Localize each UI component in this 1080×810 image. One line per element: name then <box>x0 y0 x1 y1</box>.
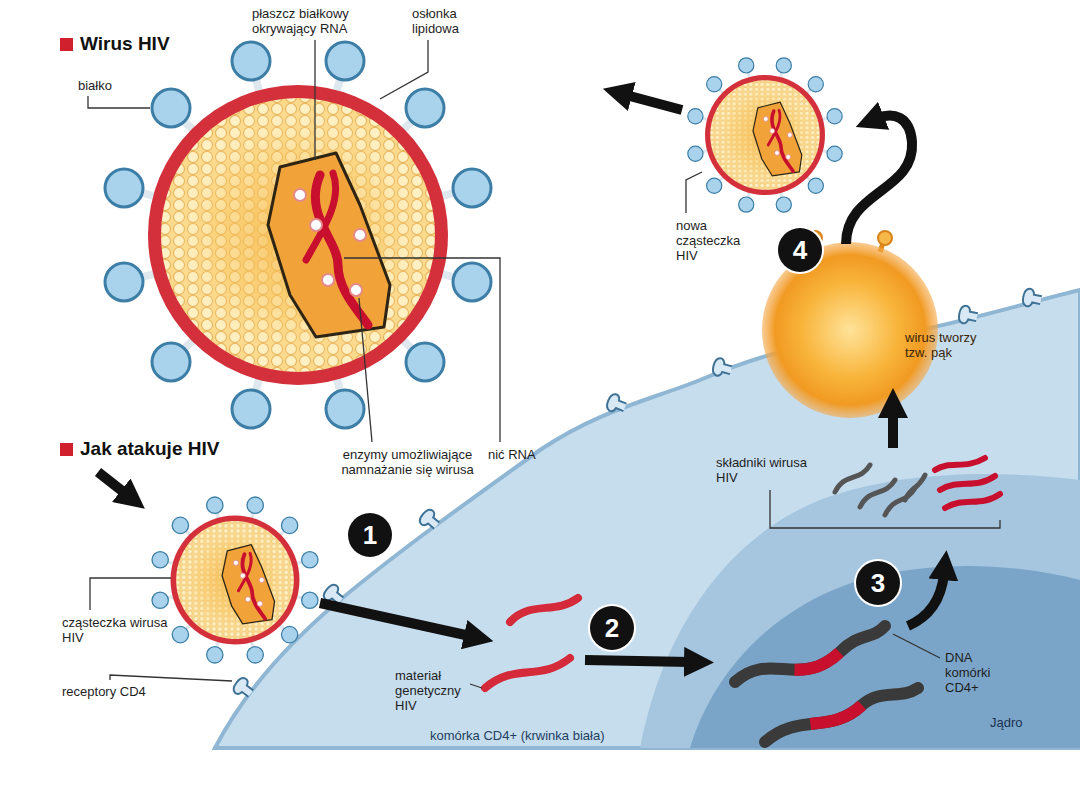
section-heading: Jak atakuje HIV <box>80 438 219 460</box>
cell-region-outline-part <box>640 474 1080 748</box>
leader-lines-part <box>88 96 150 108</box>
callout-number-holder: 4 <box>778 228 822 272</box>
part-label: materiał genetyczny HIV <box>395 668 467 713</box>
part-label-holder: cząsteczka wirusa HIV <box>62 615 172 645</box>
section-heading-holder: Jak atakuje HIV <box>80 438 219 460</box>
region-label: Jądro <box>990 715 1023 730</box>
process-arrows-part <box>626 95 682 110</box>
section-heading: Wirus HIV <box>80 33 170 55</box>
heading-marker <box>60 443 73 456</box>
virus-bud-outline-part-part <box>878 231 892 245</box>
part-label-holder: receptory CD4 <box>62 684 147 699</box>
callout-number: 4 <box>778 228 822 272</box>
part-label: enzymy umożliwiające namnażanie się wiru… <box>335 447 480 477</box>
region-label-holder: Jądro <box>990 715 1023 730</box>
process-arrows-part <box>846 116 912 244</box>
virus-large <box>105 42 491 428</box>
part-label-holder: enzymy umożliwiające namnażanie się wiru… <box>335 447 480 477</box>
cell-region-outline-part <box>215 290 1080 748</box>
section-heading-holder: Wirus HIV <box>80 33 170 55</box>
virus-new <box>688 58 842 212</box>
part-label: osłonka lipidowa <box>412 6 492 36</box>
callout-number-holder: 3 <box>856 561 900 605</box>
callout-number: 3 <box>856 561 900 605</box>
part-label: cząsteczka wirusa HIV <box>62 615 172 645</box>
part-label: DNA komórki CD4+ <box>945 650 1007 695</box>
callout-number-holder: 2 <box>590 606 634 650</box>
leader-lines-part <box>314 40 315 160</box>
part-label-holder: osłonka lipidowa <box>412 6 492 36</box>
process-arrows-part <box>98 472 126 494</box>
region-label: komórka CD4+ (krwinka biała) <box>430 728 604 743</box>
leader-lines-part <box>359 298 372 442</box>
leader-lines-part <box>110 675 232 681</box>
virus-attacking <box>152 497 318 663</box>
part-label: nowa cząsteczka HIV <box>676 218 754 263</box>
leader-lines-part <box>686 172 702 213</box>
part-label-holder: płaszcz białkowy okrywający RNA <box>252 6 382 36</box>
part-label: receptory CD4 <box>62 684 147 699</box>
part-label-holder: nić RNA <box>488 447 536 462</box>
part-label: nić RNA <box>488 447 536 462</box>
leader-lines-part <box>90 578 171 610</box>
part-label: białko <box>78 78 112 93</box>
region-label-holder: komórka CD4+ (krwinka biała) <box>430 728 604 743</box>
callout-number-holder: 1 <box>348 513 392 557</box>
part-label-holder: materiał genetyczny HIV <box>395 668 467 713</box>
part-label-holder: DNA komórki CD4+ <box>945 650 1007 695</box>
region-label: wirus tworzy tzw. pąk <box>905 330 997 360</box>
callout-number: 1 <box>348 513 392 557</box>
part-label-holder: składniki wirusa HIV <box>716 455 811 485</box>
process-arrows-part <box>585 660 690 662</box>
heading-marker <box>60 38 73 51</box>
leader-lines-part <box>344 258 500 442</box>
leader-lines-part <box>380 40 428 99</box>
region-label-holder: wirus tworzy tzw. pąk <box>905 330 997 360</box>
callout-number: 2 <box>590 606 634 650</box>
part-label-holder: nowa cząsteczka HIV <box>676 218 754 263</box>
process-arrows-part <box>888 412 898 448</box>
part-label: składniki wirusa HIV <box>716 455 811 485</box>
part-label: płaszcz białkowy okrywający RNA <box>252 6 382 36</box>
part-label-holder: białko <box>78 78 112 93</box>
